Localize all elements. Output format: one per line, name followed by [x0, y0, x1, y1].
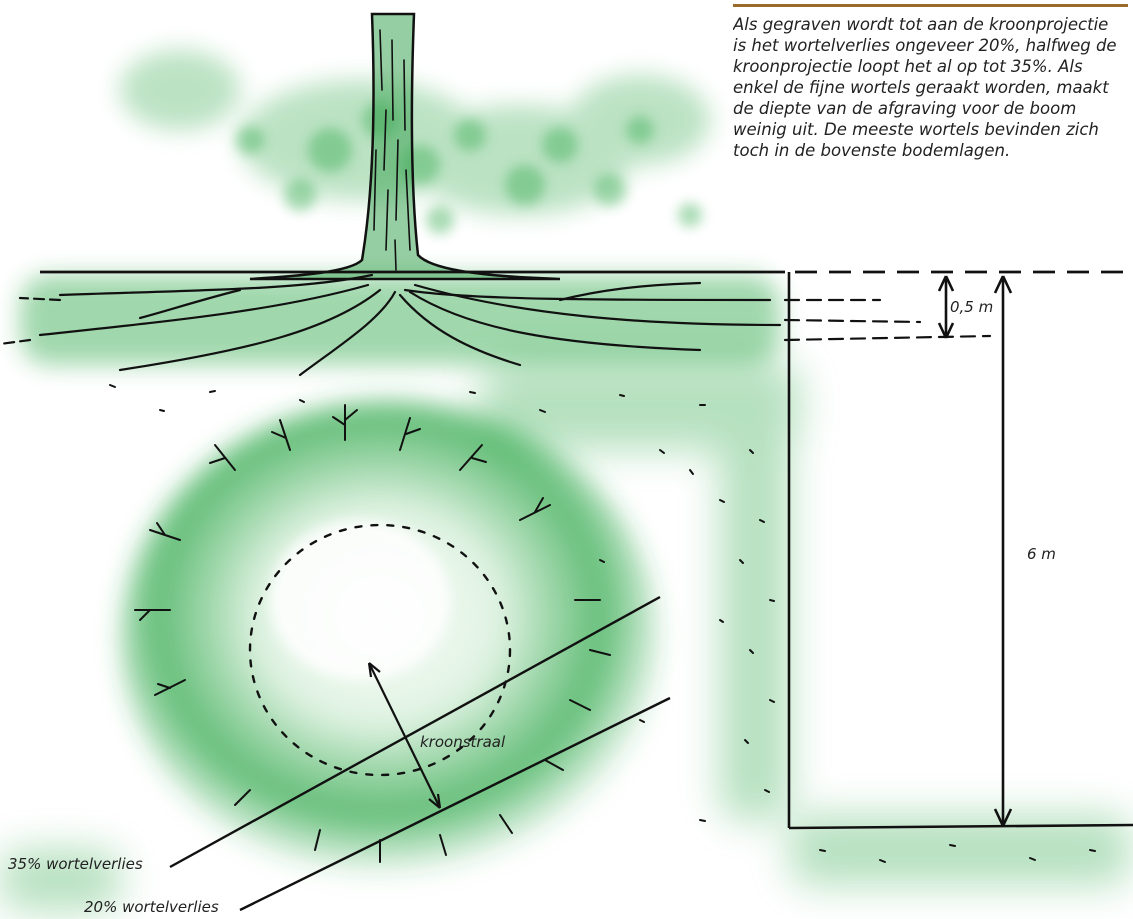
caption-line: weinig uit. De meeste wortels bevinden z…: [733, 119, 1131, 140]
dimension-arrows: [939, 276, 1011, 826]
loss-35-label: 35% wortelverlies: [8, 855, 143, 873]
caption-rule: [733, 4, 1128, 7]
caption-line: toch in de bovenste bodemlagen.: [733, 140, 1131, 161]
caption-line: Als gegraven wordt tot aan de kroonproje…: [733, 14, 1131, 35]
caption-line: enkel de fijne wortels geraakt worden, m…: [733, 77, 1131, 98]
loss-20-label: 20% wortelverlies: [84, 898, 219, 916]
caption-line: kroonprojectie loopt het al op tot 35%. …: [733, 56, 1131, 77]
excavation-pit: [789, 272, 1133, 828]
depth-shallow-label: 0,5 m: [950, 298, 993, 316]
crown-radius-label: kroonstraal: [420, 733, 505, 751]
depth-total-label: 6 m: [1027, 545, 1056, 563]
caption-line: de diepte van de afgraving voor de boom: [733, 98, 1131, 119]
caption-line: is het wortelverlies ongeveer 20%, halfw…: [733, 35, 1131, 56]
caption-text: Als gegraven wordt tot aan de kroonproje…: [733, 14, 1131, 161]
green-wash: [0, 50, 1130, 910]
